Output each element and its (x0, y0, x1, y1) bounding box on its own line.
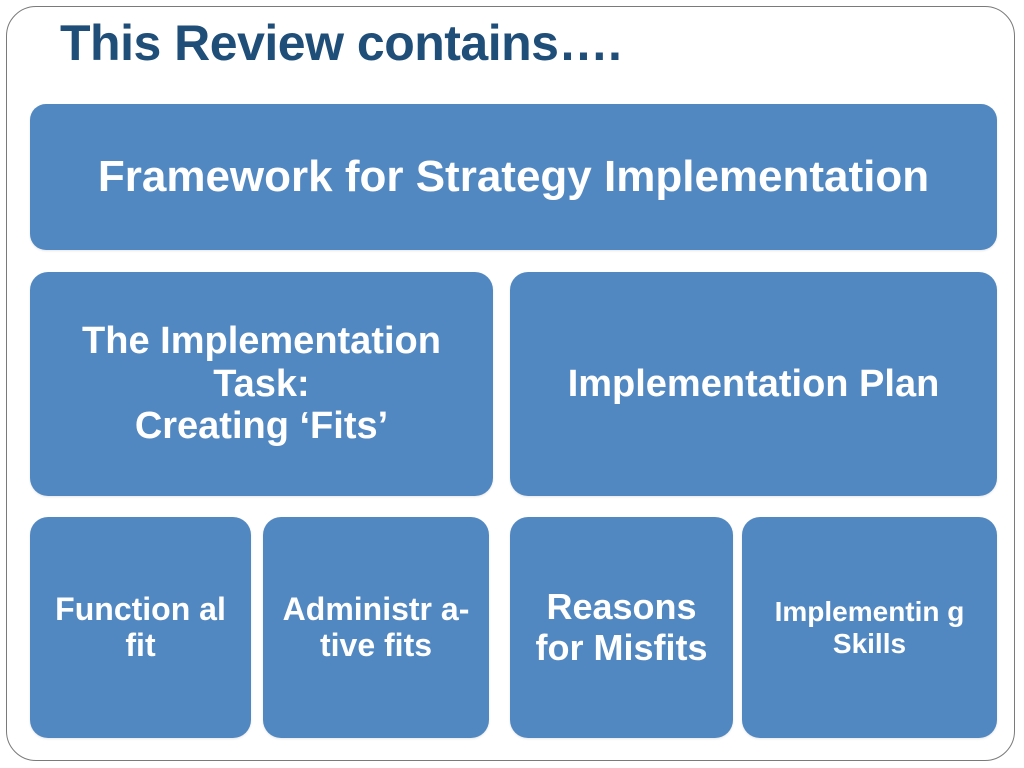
node-functional-fit[interactable]: Function al fit (30, 517, 251, 738)
node-functional-fit-label: Function al fit (55, 590, 226, 663)
page-title: This Review contains…. (60, 15, 622, 71)
node-administrative-fits-label: Administr a-tive fits (282, 590, 470, 663)
node-implementation-task[interactable]: The Implementation Task: Creating ‘Fits’ (30, 272, 493, 496)
node-administrative-fits[interactable]: Administr a-tive fits (263, 517, 489, 738)
node-framework-label: Framework for Strategy Implementation (97, 152, 930, 202)
node-implementation-plan[interactable]: Implementation Plan (510, 272, 997, 496)
node-reasons-for-misfits[interactable]: Reasons for Misfits (510, 517, 733, 738)
node-plan-label: Implementation Plan (567, 362, 940, 405)
node-implementing-skills-label: Implementin g Skills (774, 596, 965, 659)
node-task-label: The Implementation Task: Creating ‘Fits’ (82, 320, 441, 448)
node-implementing-skills[interactable]: Implementin g Skills (742, 517, 997, 738)
node-reasons-for-misfits-label: Reasons for Misfits (535, 586, 708, 668)
node-framework-for-strategy-implementation[interactable]: Framework for Strategy Implementation (30, 104, 997, 250)
